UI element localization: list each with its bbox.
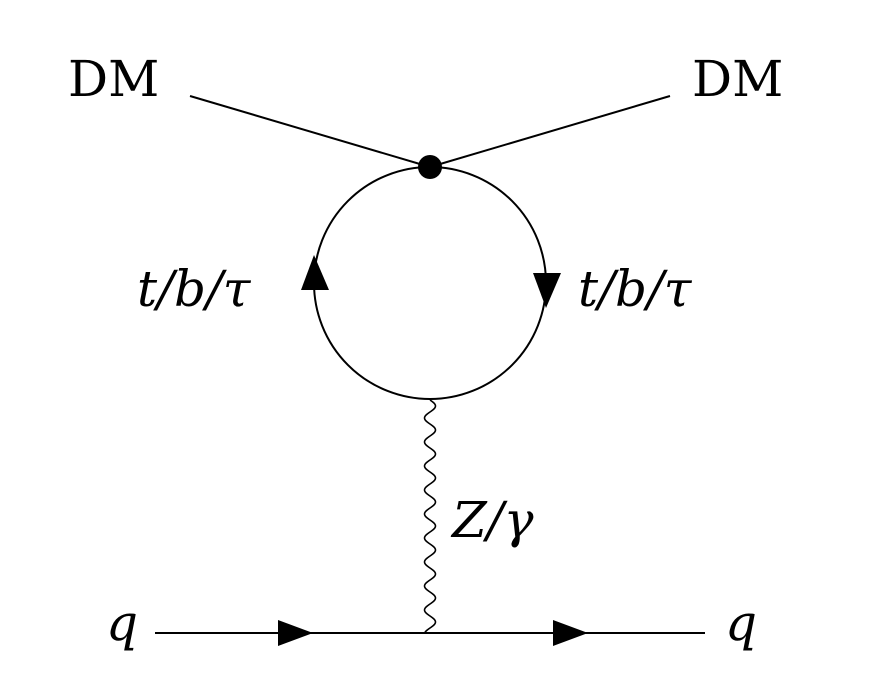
dm-left-line	[189, 95, 431, 168]
boson-label: Z/γ	[450, 491, 534, 549]
quark-in-arrow	[278, 620, 313, 646]
quark-out-label: q	[725, 594, 757, 652]
quark-out-arrow	[553, 620, 588, 646]
dm-right-label: DM	[692, 50, 783, 108]
boson-propagator	[423, 399, 437, 634]
effective-vertex-dot	[418, 155, 442, 179]
loop-left-arrow	[301, 255, 329, 290]
loop-right-arrow	[533, 273, 561, 308]
quark-in-label: q	[106, 594, 138, 652]
loop-left-label: t/b/τ	[137, 260, 252, 318]
dm-right-line	[429, 95, 671, 168]
dm-left-label: DM	[68, 50, 159, 108]
fermion-loop	[313, 166, 547, 400]
loop-right-label: t/b/τ	[578, 260, 693, 318]
